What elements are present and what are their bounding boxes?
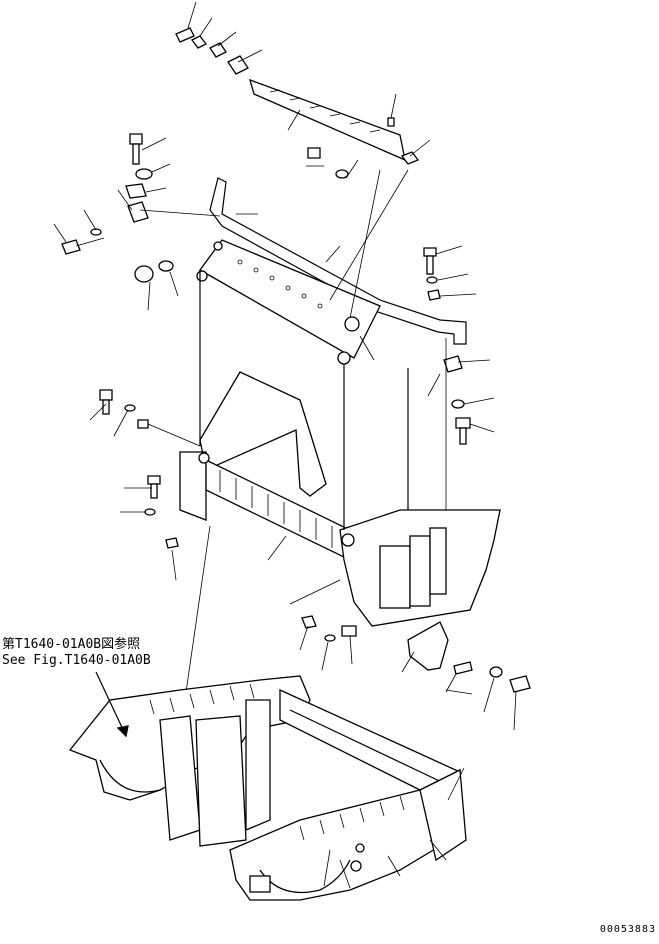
upper-rail: [249, 78, 431, 165]
drawing-number: 00053883: [600, 924, 656, 935]
top-fastener-stack: [175, 1, 263, 75]
tubular-handle: [209, 177, 467, 345]
left-bolt-cluster-upper: [53, 133, 221, 255]
reference-note-japanese: 第T1640-01A0B図参照: [2, 636, 140, 652]
left-bolt-cluster-middle: [89, 389, 287, 721]
lower-chassis-frame: [68, 675, 467, 901]
reference-note-english: See Fig.T1640-01A0B: [2, 653, 151, 668]
right-lower-bracket: [289, 579, 531, 731]
upper-mounting-plate: [134, 147, 409, 365]
right-bolt-cluster: [423, 245, 495, 520]
main-frame: [179, 270, 501, 627]
reference-arrow: [95, 671, 129, 738]
